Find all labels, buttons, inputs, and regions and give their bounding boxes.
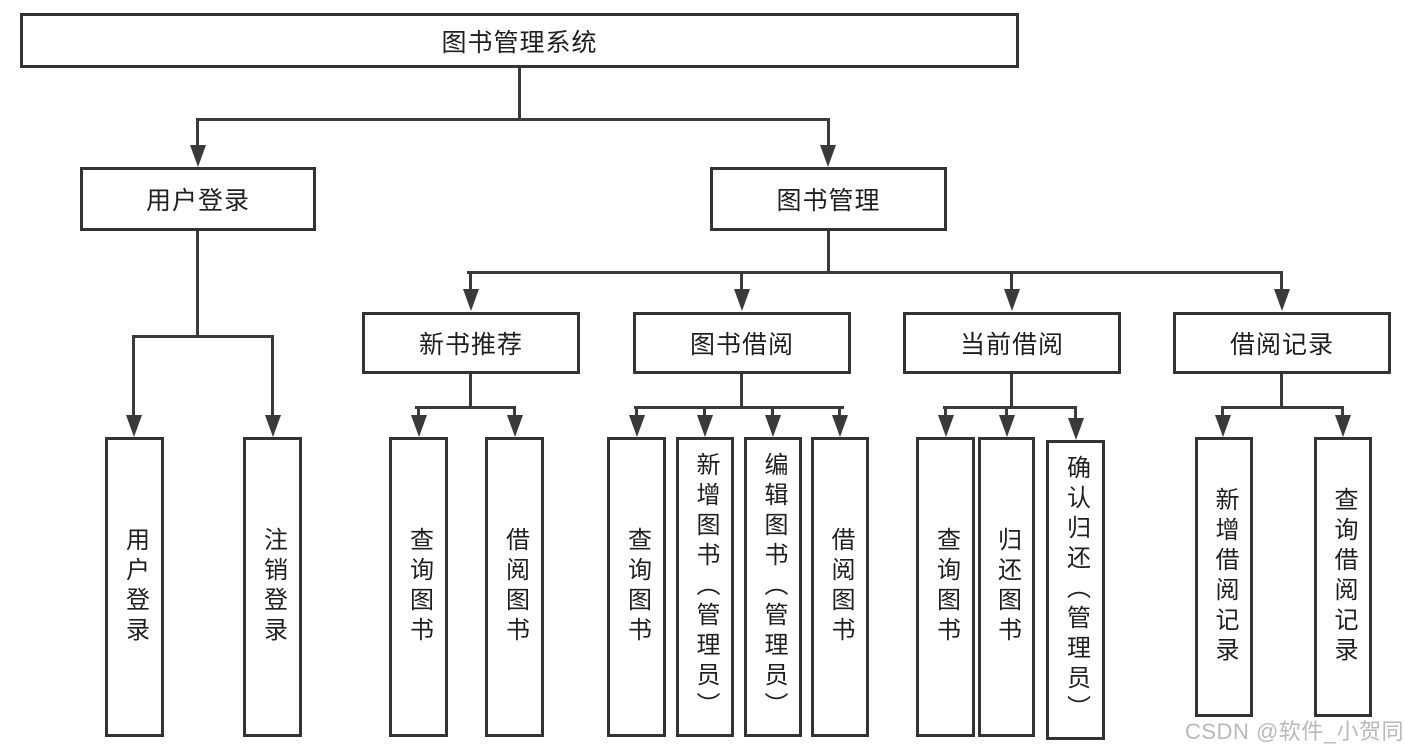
arrow-down-icon (938, 415, 954, 437)
leaf-return-books: 归还图书 (978, 437, 1035, 737)
arrow-down-icon (820, 145, 836, 167)
connector-drop (1341, 406, 1344, 417)
connector-drop (827, 118, 830, 147)
arrow-down-icon (1068, 418, 1084, 440)
leaf-edit-books-admin: 编辑图书（管理员） (744, 437, 802, 737)
leaf-label: 确认归还（管理员） (1062, 455, 1090, 725)
leaf-borrow-books-borrowing: 借阅图书 (811, 437, 869, 737)
leaf-logout: 注销登录 (243, 437, 302, 737)
csdn-watermark: CSDN @软件_小贺同学 (1185, 719, 1405, 744)
connector-rail (634, 406, 844, 409)
connector-drop (838, 406, 841, 417)
connector-user-rail (132, 335, 274, 338)
leaf-query-books-current: 查询图书 (916, 437, 975, 737)
leaf-borrow-books-recommend: 借阅图书 (485, 437, 544, 737)
connector-drop (740, 271, 743, 290)
connector-drop (1010, 271, 1013, 290)
arrow-down-icon (463, 289, 479, 311)
leaf-label: 借阅图书 (827, 527, 854, 647)
connector-rail (1221, 406, 1344, 409)
node-book-management: 图书管理 (710, 167, 947, 231)
leaf-query-borrow-record: 查询借阅记录 (1314, 437, 1372, 717)
connector-drop (1005, 406, 1008, 417)
leaf-label: 查询借阅记录 (1330, 487, 1357, 667)
connector-drop (944, 406, 947, 417)
arrow-down-icon (697, 415, 713, 437)
leaf-label: 用户登录 (121, 527, 149, 647)
connector-drop (417, 406, 420, 417)
connector-mgmt-stem (827, 231, 830, 272)
connector-stem (740, 374, 743, 407)
leaf-label: 查询图书 (623, 527, 651, 647)
leaf-user-login: 用户登录 (105, 437, 164, 737)
connector-drop (703, 406, 706, 417)
arrow-down-icon (265, 415, 281, 437)
connector-rail (415, 406, 515, 409)
arrow-down-icon (507, 415, 523, 437)
leaf-label: 编辑图书（管理员） (760, 452, 787, 722)
node-root-label: 图书管理系统 (441, 28, 598, 57)
leaf-add-borrow-record: 新增借阅记录 (1195, 437, 1253, 717)
connector-stem (1010, 374, 1013, 407)
node-current-borrowing: 当前借阅 (903, 312, 1121, 374)
node-book-borrowing: 图书借阅 (633, 312, 851, 374)
arrow-down-icon (765, 415, 781, 437)
leaf-add-books-admin: 新增图书（管理员） (676, 437, 734, 737)
arrow-down-icon (734, 289, 750, 311)
connector-drop (1221, 406, 1224, 417)
node-user-login-label: 用户登录 (145, 187, 250, 215)
connector-drop (513, 406, 516, 417)
leaf-confirm-return-admin: 确认归还（管理员） (1046, 440, 1105, 740)
connector-level2-rail (196, 118, 830, 121)
connector-drop (132, 335, 135, 416)
connector-drop (469, 271, 472, 290)
connector-level3-rail (467, 271, 1283, 274)
leaf-query-books-recommend: 查询图书 (389, 437, 448, 737)
leaf-label: 查询图书 (932, 527, 960, 647)
leaf-label: 新增借阅记录 (1211, 487, 1238, 667)
connector-root-stem (518, 68, 521, 119)
node-book-management-label: 图书管理 (776, 187, 881, 215)
arrow-down-icon (629, 415, 645, 437)
arrow-down-icon (999, 415, 1015, 437)
node-user-login: 用户登录 (80, 167, 316, 231)
node-root: 图书管理系统 (20, 13, 1019, 68)
connector-rail (943, 406, 1076, 409)
arrow-down-icon (832, 415, 848, 437)
connector-drop (635, 406, 638, 417)
connector-drop (196, 118, 199, 147)
leaf-label: 借阅图书 (501, 527, 529, 647)
leaf-label: 归还图书 (993, 527, 1021, 647)
arrow-down-icon (411, 415, 427, 437)
leaf-label: 新增图书（管理员） (692, 452, 719, 722)
arrow-down-icon (1215, 415, 1231, 437)
leaf-query-books-borrowing: 查询图书 (607, 437, 666, 737)
arrow-down-icon (190, 145, 206, 167)
arrow-down-icon (1274, 289, 1290, 311)
arrow-down-icon (1335, 415, 1351, 437)
node-current-borrowing-label: 当前借阅 (959, 331, 1064, 359)
node-new-book-recommend-label: 新书推荐 (418, 331, 523, 359)
connector-stem (1280, 374, 1283, 407)
leaf-label: 注销登录 (259, 527, 287, 647)
arrow-down-icon (126, 415, 142, 437)
node-borrowing-records-label: 借阅记录 (1229, 331, 1334, 359)
connector-drop (771, 406, 774, 417)
connector-drop (271, 335, 274, 416)
arrow-down-icon (1004, 289, 1020, 311)
connector-drop (1074, 406, 1077, 418)
connector-stem (469, 374, 472, 407)
connector-drop (1280, 271, 1283, 290)
node-book-borrowing-label: 图书借阅 (689, 331, 794, 359)
node-borrowing-records: 借阅记录 (1173, 312, 1391, 374)
node-new-book-recommend: 新书推荐 (362, 312, 580, 374)
leaf-label: 查询图书 (405, 527, 433, 647)
connector-user-stem (196, 231, 199, 336)
